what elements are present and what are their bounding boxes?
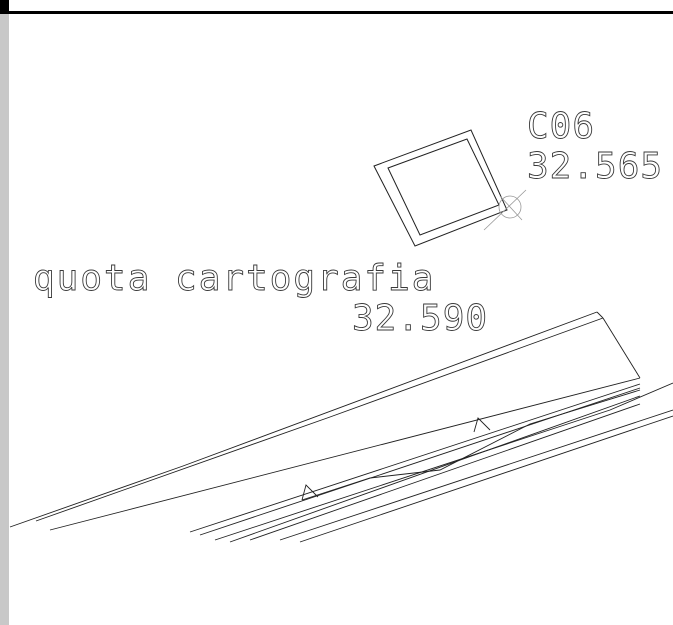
map-label: quota cartografia	[33, 258, 435, 299]
road-lines	[9, 311, 673, 543]
manhole-inner-square	[387, 138, 500, 236]
point-elevation: 32.565	[527, 146, 663, 187]
map-elevation: 32.590	[352, 298, 488, 339]
point-label: C06	[527, 106, 595, 147]
manhole-symbol	[373, 129, 508, 247]
survey-point-marker	[483, 189, 527, 231]
viewport-left-border	[0, 0, 9, 625]
manhole-outer-square	[373, 129, 508, 247]
viewport-top-bar-inner	[9, 0, 673, 11]
